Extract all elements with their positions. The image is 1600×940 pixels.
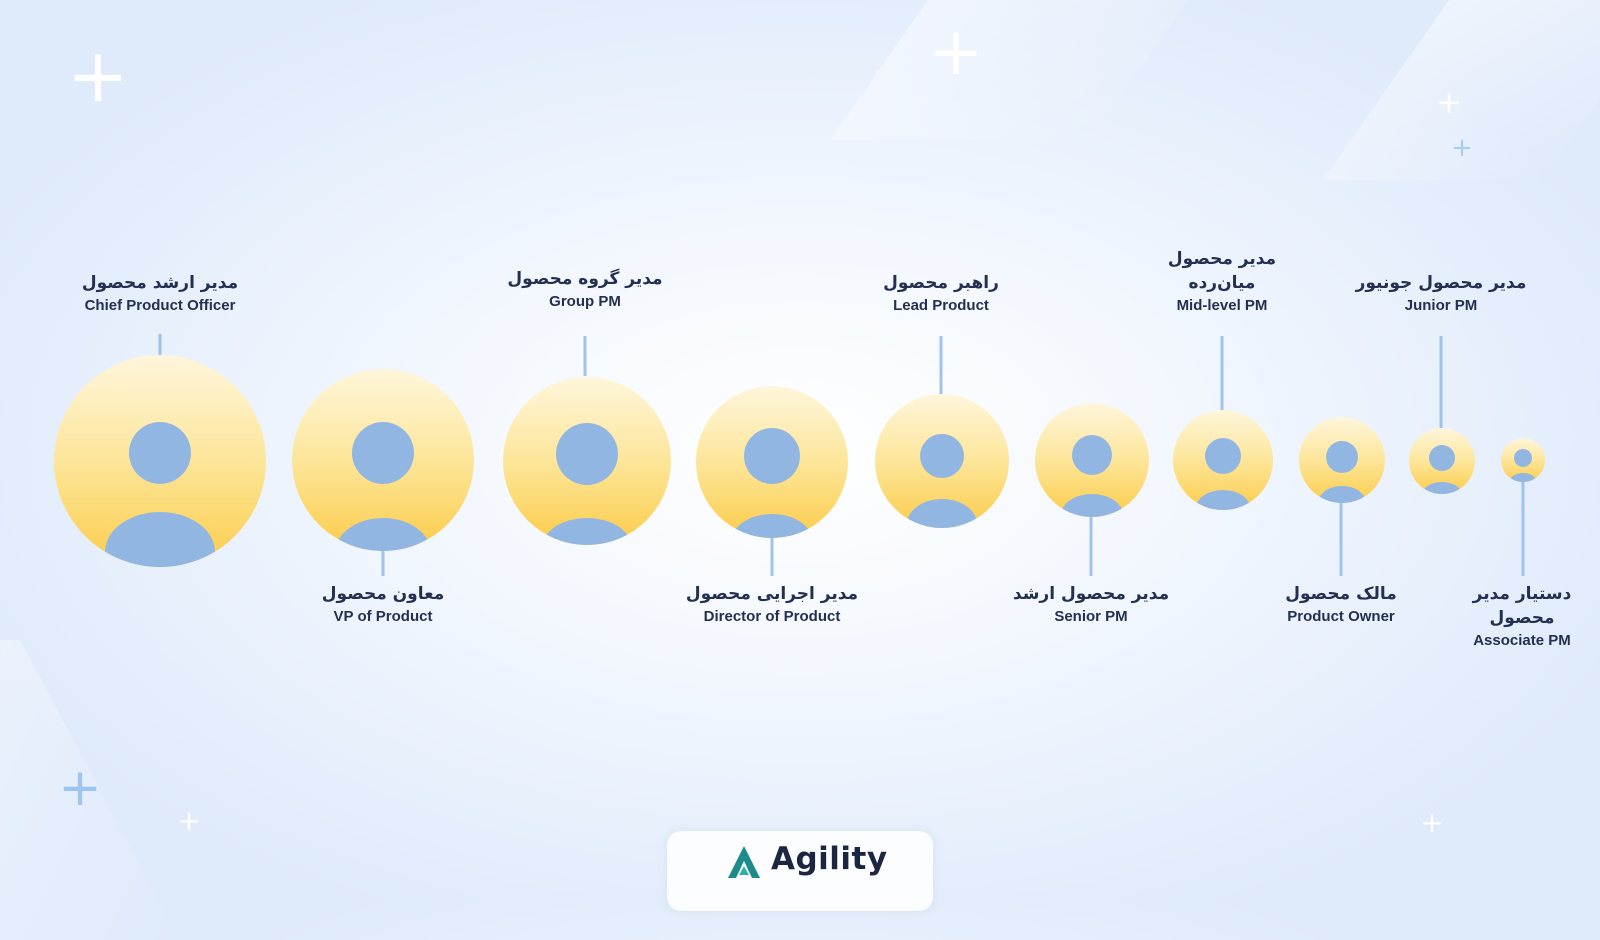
role-label: مدیر محصول جونیور Junior PM (1355, 273, 1527, 314)
logo-wordmark: Agility (771, 841, 888, 877)
role-label: راهبر محصول Lead Product (883, 273, 999, 314)
connector-line (583, 336, 587, 376)
connector-line (939, 336, 943, 394)
connector-line (1220, 336, 1224, 414)
plus-icon: + (177, 804, 201, 837)
role-label: معاون محصول VP of Product (321, 584, 445, 625)
plus-icon: + (1435, 83, 1463, 121)
avatar-director-of-product (696, 386, 848, 538)
connector-line (1521, 482, 1525, 576)
avatar-junior-pm (1409, 428, 1475, 494)
avatar-mid-level-pm (1173, 410, 1273, 510)
avatar-senior-pm (1035, 403, 1149, 517)
background-light-band (829, 0, 1231, 140)
role-label: مدیر اجرایی محصول Director of Product (685, 584, 859, 625)
role-label: مدیر ارشد محصول Chief Product Officer (81, 273, 239, 314)
plus-icon: + (58, 758, 102, 818)
plus-icon: + (928, 13, 984, 90)
plus-icon: + (66, 33, 130, 119)
avatar-vp-of-product (292, 369, 474, 551)
avatar-lead-product (875, 394, 1009, 528)
logo-card: Agility (667, 831, 933, 911)
plus-icon: + (1451, 133, 1473, 163)
connector-line (1439, 336, 1443, 428)
connector-line (158, 334, 162, 356)
avatar-product-owner (1299, 417, 1385, 503)
connector-line (1339, 500, 1343, 576)
connector-line (1089, 512, 1093, 576)
role-label: مدیر محصول میان‌رده Mid-level PM (1167, 249, 1277, 314)
avatar-chief-product-officer (54, 355, 266, 567)
role-label: مدیر محصول ارشد Senior PM (1012, 584, 1170, 625)
role-label: دستیار مدیر محصول Associate PM (1472, 584, 1572, 649)
role-label: مدیر گروه محصول Group PM (507, 269, 663, 310)
avatar-associate-pm (1501, 438, 1545, 482)
agility-logo-icon (728, 846, 760, 878)
role-label: مالک محصول Product Owner (1285, 584, 1397, 625)
connector-line (381, 550, 385, 576)
connector-line (770, 534, 774, 576)
plus-icon: + (1420, 806, 1444, 839)
avatar-group-pm (503, 377, 671, 545)
